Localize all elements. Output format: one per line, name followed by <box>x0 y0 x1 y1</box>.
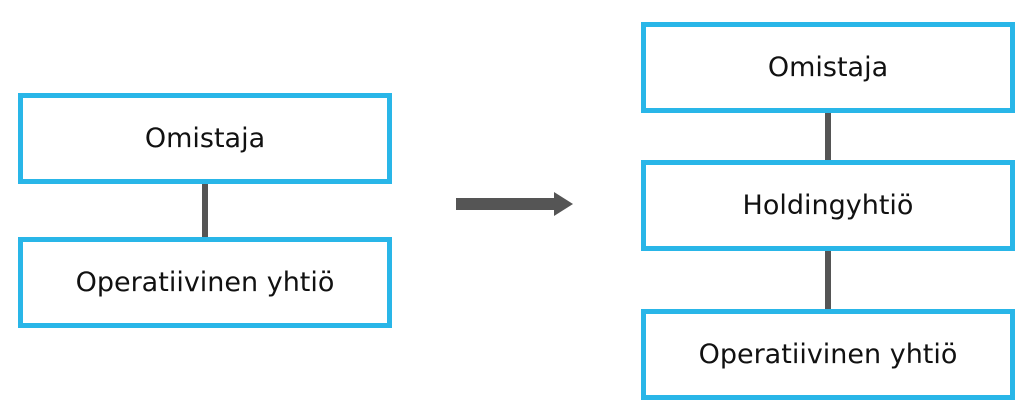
after-connector-line-top <box>825 113 831 160</box>
after-holding-company-box: Holdingyhtiö <box>641 160 1015 251</box>
arrow-right-icon <box>456 192 573 216</box>
before-owner-label: Omistaja <box>144 123 266 154</box>
before-operating-company-box: Operatiivinen yhtiö <box>18 237 392 328</box>
before-operating-company-label: Operatiivinen yhtiö <box>75 267 335 298</box>
after-connector-line-bottom <box>825 251 831 309</box>
before-connector-line <box>202 184 208 237</box>
after-holding-company-label: Holdingyhtiö <box>742 190 914 221</box>
before-owner-box: Omistaja <box>18 93 392 184</box>
after-operating-company-box: Operatiivinen yhtiö <box>641 309 1015 400</box>
after-owner-box: Omistaja <box>641 22 1015 113</box>
after-operating-company-label: Operatiivinen yhtiö <box>698 339 958 370</box>
after-owner-label: Omistaja <box>767 52 889 83</box>
